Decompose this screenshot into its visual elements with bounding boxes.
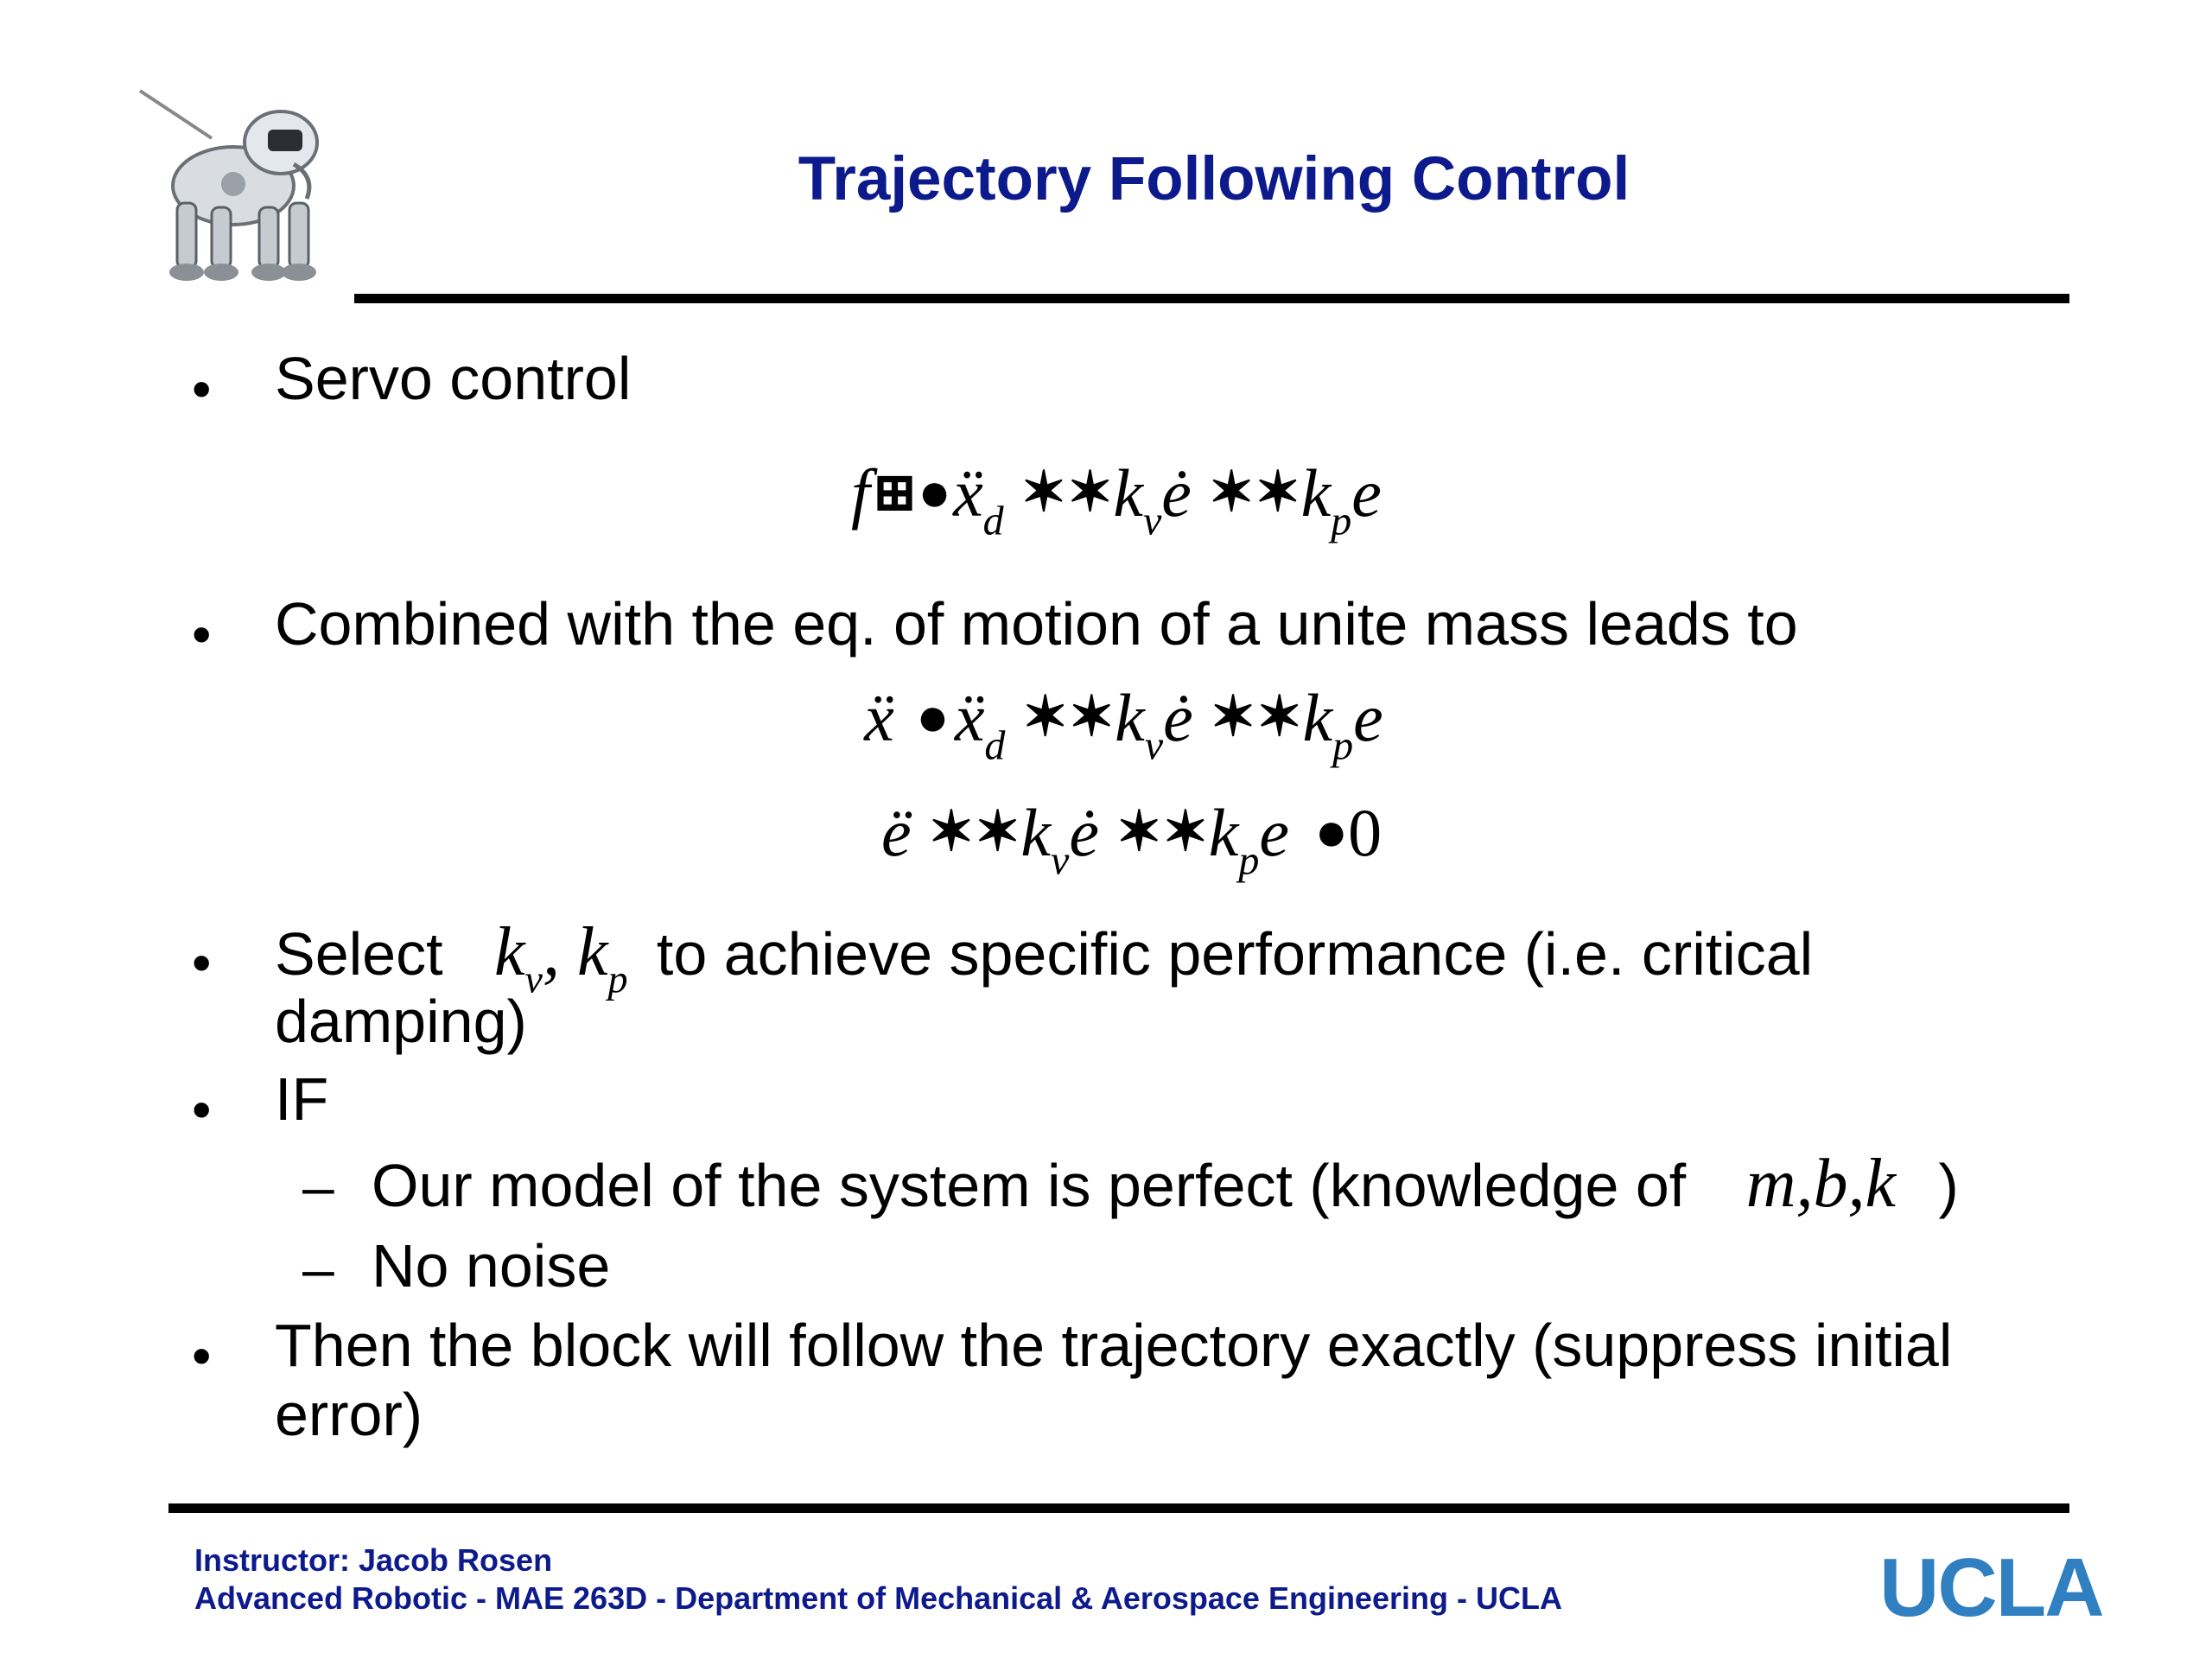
dash-icon: – — [302, 1236, 334, 1300]
inline-math-mbk: m,b,k — [1745, 1146, 1896, 1222]
bullet-follow-trajectory: Then the block will follow the trajector… — [275, 1312, 1953, 1379]
page-title: Trajectory Following Control — [798, 145, 1630, 213]
bullet-if: IF — [275, 1065, 329, 1133]
equation-zero: 0 — [1348, 795, 1382, 870]
bullet-combined-motion: Combined with the eq. of motion of a uni… — [275, 590, 1798, 658]
dash-icon: – — [302, 1154, 334, 1218]
select-label: Select — [275, 920, 443, 988]
perfect-model-text: Our model of the system is perfect (know… — [372, 1152, 1687, 1219]
robot-dog-logo-icon — [138, 89, 319, 281]
bullet-select-gains: Select kv, kp to achieve specific perfor… — [275, 918, 1814, 999]
equation-unit-mass: ẍ ●ẍd ✶✶kvė ✶✶kpe — [864, 680, 1383, 769]
equation-servo-control: f⊞●ẍd ✶✶kvė ✶✶kpe — [851, 455, 1382, 544]
footer-divider — [168, 1503, 2069, 1513]
bullet-icon: • — [192, 1325, 212, 1387]
sub-bullet-no-noise: No noise — [372, 1232, 611, 1300]
bullet-servo-control: Servo control — [275, 345, 632, 412]
bullet-icon: • — [192, 603, 212, 665]
perfect-model-close: ) — [1938, 1152, 1959, 1219]
equation-error-dynamics: ë ✶✶kvė ✶✶kpe ●0 — [881, 795, 1382, 884]
footer-instructor: Instructor: Jacob Rosen — [194, 1542, 553, 1578]
bullet-icon: • — [192, 358, 212, 420]
footer-course: Advanced Robotic - MAE 263D - Department… — [194, 1580, 1562, 1616]
ucla-logo: UCLA — [1879, 1541, 2105, 1634]
bullet-icon: • — [192, 931, 212, 994]
header-divider — [354, 294, 2069, 303]
bullet-icon: • — [192, 1078, 212, 1141]
select-performance-text: to achieve specific performance (i.e. cr… — [656, 920, 1814, 988]
inline-math-gains: kv, kp — [494, 914, 628, 1001]
bullet-follow-trajectory-cont: error) — [275, 1381, 423, 1448]
bullet-select-gains-cont: damping) — [275, 988, 527, 1055]
sub-bullet-perfect-model: Our model of the system is perfect (know… — [372, 1149, 1959, 1220]
